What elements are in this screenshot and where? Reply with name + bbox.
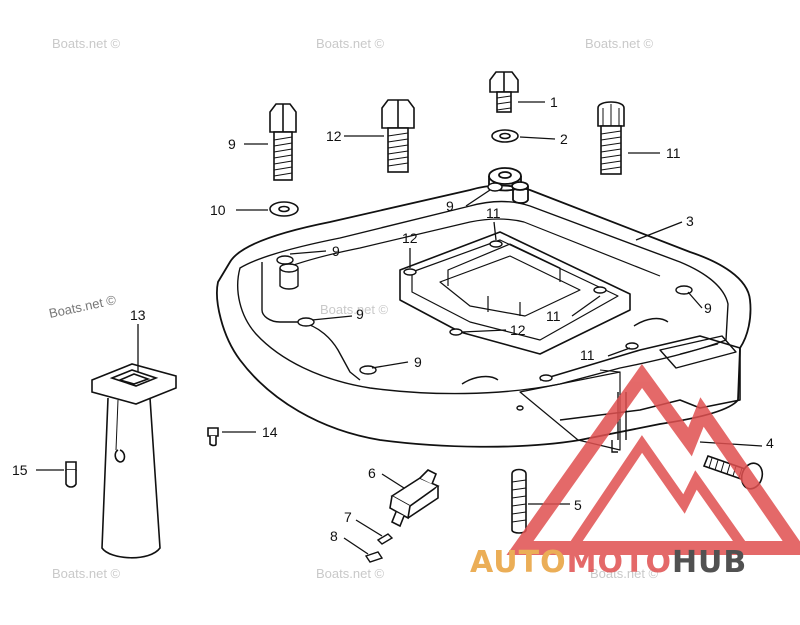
screw-11 (597, 101, 625, 175)
logo-part-hub: HUB (672, 545, 747, 580)
automotohub-logo: AUTOMOTOHUB (470, 364, 800, 580)
screw-14 (207, 427, 219, 447)
watermark-text: Boats.net © (52, 566, 121, 581)
logo-part-auto: AUTO (470, 545, 567, 580)
watermark-text: Boats.net © (48, 292, 118, 321)
callout-8: 8 (330, 528, 338, 544)
callout-11: 11 (486, 205, 501, 221)
callout-2: 2 (560, 131, 568, 147)
callout-9: 9 (414, 354, 422, 370)
washer-10 (269, 201, 299, 217)
sensor-6 (389, 469, 440, 528)
pin-8 (364, 551, 384, 563)
callout-9: 9 (356, 306, 364, 322)
bolt-1 (489, 71, 519, 113)
callout-4: 4 (766, 435, 774, 451)
logo-triangle-icon (506, 364, 800, 555)
callout-6: 6 (368, 465, 376, 481)
callout-9: 9 (446, 198, 454, 214)
callout-5: 5 (574, 497, 582, 513)
callout-11: 11 (580, 347, 595, 363)
callout-11: 11 (546, 308, 561, 324)
callout-13: 13 (130, 307, 146, 323)
tube-13 (91, 363, 177, 559)
stud-5 (511, 468, 527, 534)
bolt-12 (381, 99, 415, 173)
washer-2 (491, 129, 519, 143)
callout-9: 9 (332, 243, 340, 259)
callout-7: 7 (344, 509, 352, 525)
callout-14: 14 (262, 424, 278, 440)
screw-15 (65, 461, 77, 488)
callout-3: 3 (686, 213, 694, 229)
callout-11: 11 (666, 145, 681, 161)
plate-holes (276, 182, 693, 411)
watermark-text: Boats.net © (590, 566, 659, 581)
watermark-text: Boats.net © (52, 36, 121, 51)
logo-wordmark: AUTOMOTOHUB (470, 545, 747, 580)
callout-12: 12 (510, 322, 526, 338)
callout-9: 9 (228, 136, 236, 152)
watermark-text: Boats.net © (316, 566, 385, 581)
callout-10: 10 (210, 202, 226, 218)
watermark-text: Boats.net © (585, 36, 654, 51)
callout-15: 15 (12, 462, 28, 478)
logo-part-moto: MOTO (567, 545, 672, 580)
watermark-text: Boats.net © (316, 36, 385, 51)
pin-7 (376, 533, 394, 545)
callout-12: 12 (402, 230, 418, 246)
callout-9: 9 (704, 300, 712, 316)
callout-1: 1 (550, 94, 558, 110)
watermark-text: Boats.net © (320, 302, 389, 317)
callout-12: 12 (326, 128, 342, 144)
bolt-9 (269, 103, 297, 181)
callout-labels: 1 2 3 4 5 6 7 8 9 9 9 9 9 9 10 11 11 11 … (12, 94, 774, 544)
logo-inner-triangle-icon (567, 435, 749, 551)
